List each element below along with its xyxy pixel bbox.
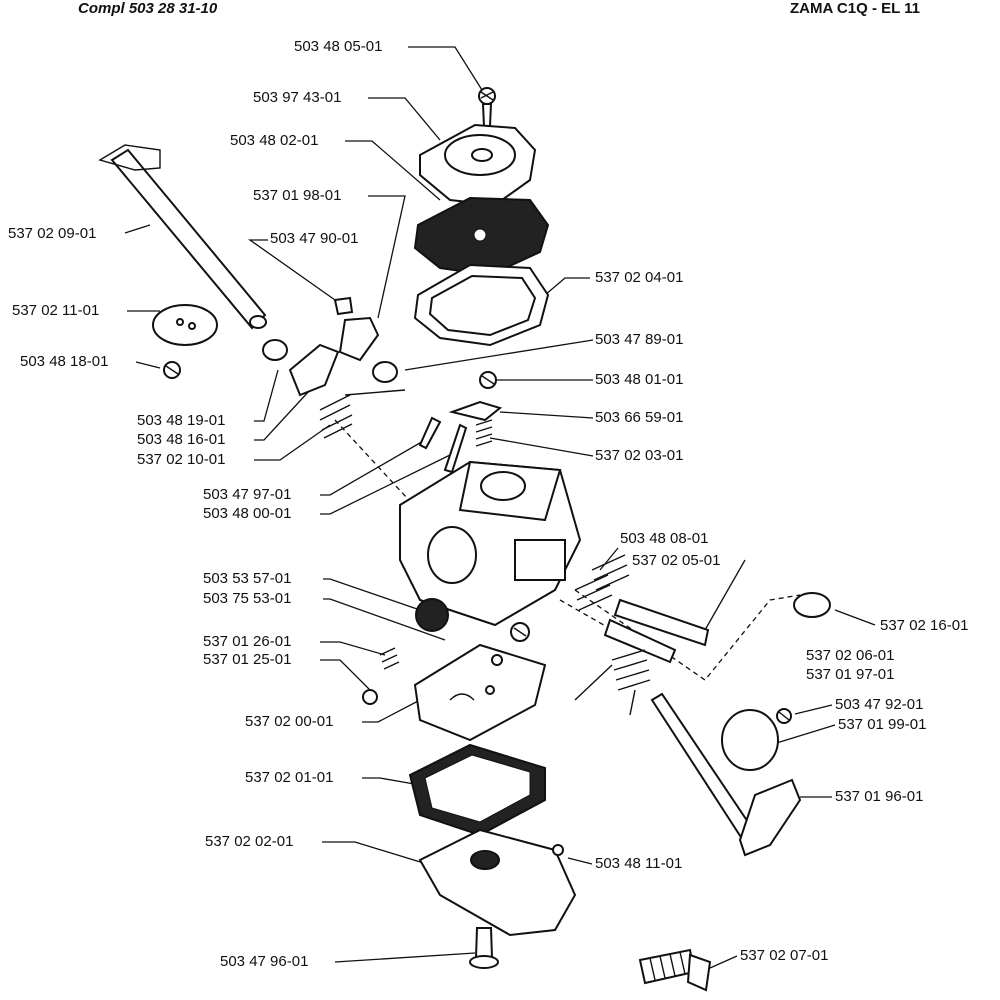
part-label: 537 01 99-01: [838, 716, 927, 733]
check-spring: [379, 647, 400, 670]
part-label: 503 48 05-01: [294, 38, 383, 55]
part-label: 503 48 02-01: [230, 132, 319, 149]
low-needle: [603, 618, 677, 664]
cover-screw: [478, 87, 496, 127]
choke-lever: [738, 778, 802, 857]
return-spring: [319, 389, 406, 439]
part-label: 537 02 01-01: [245, 769, 334, 786]
part-label: 537 02 07-01: [740, 947, 829, 964]
part-label: 503 53 57-01: [203, 570, 292, 587]
pump-diaphragm: [413, 196, 550, 277]
bushing-left: [262, 339, 288, 361]
bushing-right: [372, 361, 398, 383]
choke-screw: [776, 708, 792, 724]
part-label: 537 02 09-01: [8, 225, 97, 242]
pump-cover: [419, 123, 537, 207]
part-label: 537 02 03-01: [595, 447, 684, 464]
part-label: 537 02 06-01: [806, 647, 895, 664]
metering-lever: [448, 400, 503, 422]
choke-lever: [338, 316, 380, 362]
part-label: 503 48 16-01: [137, 431, 226, 448]
part-label: 537 01 98-01: [253, 187, 342, 204]
part-label: 503 48 19-01: [137, 412, 226, 429]
part-label: 503 47 96-01: [220, 953, 309, 970]
idle-screw-cap: [793, 592, 831, 618]
part-label: 503 48 00-01: [203, 505, 292, 522]
part-label: 537 02 00-01: [245, 713, 334, 730]
part-label: 503 48 11-01: [595, 855, 683, 872]
part-label: 503 48 08-01: [620, 530, 709, 547]
carburetor-model: ZAMA C1Q - EL 11: [790, 0, 921, 17]
part-label: 537 02 16-01: [880, 617, 969, 634]
part-label: 537 01 96-01: [835, 788, 924, 805]
part-label: 537 01 97-01: [806, 666, 895, 683]
part-label: 503 48 18-01: [20, 353, 109, 370]
part-label: 503 47 92-01: [835, 696, 924, 713]
high-needle: [613, 598, 710, 647]
lever-screw: [479, 371, 497, 389]
pump-gasket: [413, 263, 550, 347]
metering-gasket: [408, 743, 546, 837]
metering-plate: [413, 643, 547, 742]
part-label: 537 02 05-01: [632, 552, 721, 569]
mixture-springs: [574, 554, 630, 611]
part-label: 503 47 90-01: [270, 230, 359, 247]
cover-screw-bottom: [469, 927, 499, 969]
part-label: 537 02 10-01: [137, 451, 226, 468]
part-label: 503 48 01-01: [595, 371, 684, 388]
part-label: 503 97 43-01: [253, 89, 342, 106]
throttle-lever: [288, 343, 340, 397]
lever-spring: [475, 419, 493, 447]
part-label: 537 01 25-01: [203, 651, 292, 668]
part-label: 503 66 59-01: [595, 409, 684, 426]
part-label: 537 02 04-01: [595, 269, 684, 286]
part-label: 537 02 11-01: [12, 302, 100, 319]
choke-spring: [574, 649, 651, 716]
throttle-plate: [152, 304, 218, 346]
part-label: 503 75 53-01: [203, 590, 292, 607]
plate-screw: [163, 361, 181, 379]
choke-plate: [721, 709, 779, 771]
fitting-screw: [510, 622, 530, 642]
part-label: 537 02 02-01: [205, 833, 294, 850]
part-label: 537 01 26-01: [203, 633, 292, 650]
check-ball: [362, 689, 378, 705]
idle-screw: [638, 948, 712, 992]
cover-plug: [552, 844, 564, 856]
part-label: 503 47 89-01: [595, 331, 684, 348]
filter-screen: [415, 598, 449, 632]
metering-cover: [418, 828, 577, 937]
inlet-needle: [418, 416, 442, 450]
assembly-number: Compl 503 28 31-10: [78, 0, 218, 17]
throttle-shaft: [98, 144, 267, 330]
part-label: 503 47 97-01: [203, 486, 292, 503]
needle-pin: [443, 423, 468, 474]
carburetor-body: [399, 460, 582, 627]
